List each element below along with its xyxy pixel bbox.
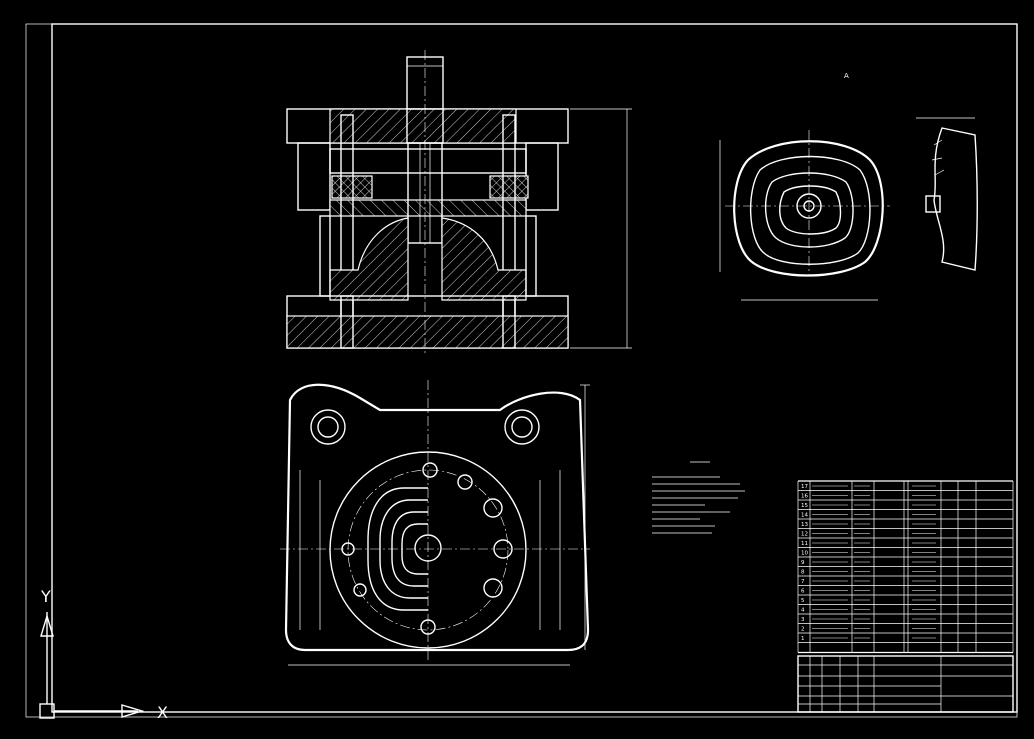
- outer-border: [25, 23, 1018, 718]
- parts-row-number: 8: [801, 570, 805, 576]
- parts-row-number: 17: [801, 484, 808, 490]
- parts-row-number: 3: [801, 617, 805, 623]
- part-detail-view[interactable]: [719, 130, 890, 301]
- front-section-view[interactable]: [286, 50, 632, 355]
- parts-row-number: 9: [801, 560, 805, 566]
- parts-row-number: 4: [801, 608, 805, 614]
- parts-row-number: 16: [801, 494, 808, 500]
- title-block: [797, 655, 1014, 713]
- parts-row-number: 14: [801, 513, 808, 519]
- parts-row-number: 2: [801, 627, 805, 633]
- parts-row-number: 1: [801, 636, 805, 642]
- parts-row-number: 12: [801, 532, 808, 538]
- parts-row-number: 11: [801, 541, 808, 547]
- parts-row-number: 6: [801, 589, 805, 595]
- parts-row-number: 10: [801, 551, 808, 557]
- ucs-y-label: Y: [40, 587, 51, 606]
- tech-requirements: [652, 461, 745, 534]
- plan-view[interactable]: [280, 380, 590, 666]
- part-section-view[interactable]: [916, 117, 978, 271]
- inner-border: [51, 23, 1018, 713]
- ucs-icon: Y X: [39, 587, 168, 722]
- parts-row-number: 5: [801, 598, 805, 604]
- parts-row-number: 7: [801, 579, 805, 585]
- parts-row-number: 15: [801, 503, 808, 509]
- parts-list-table: 17 16 15 14 13 12 11 10 9 8 7 6 5 4 3 2 1: [797, 480, 1014, 654]
- section-mark: A: [844, 72, 849, 80]
- ucs-x-label: X: [157, 703, 168, 722]
- parts-row-number: 13: [801, 522, 808, 528]
